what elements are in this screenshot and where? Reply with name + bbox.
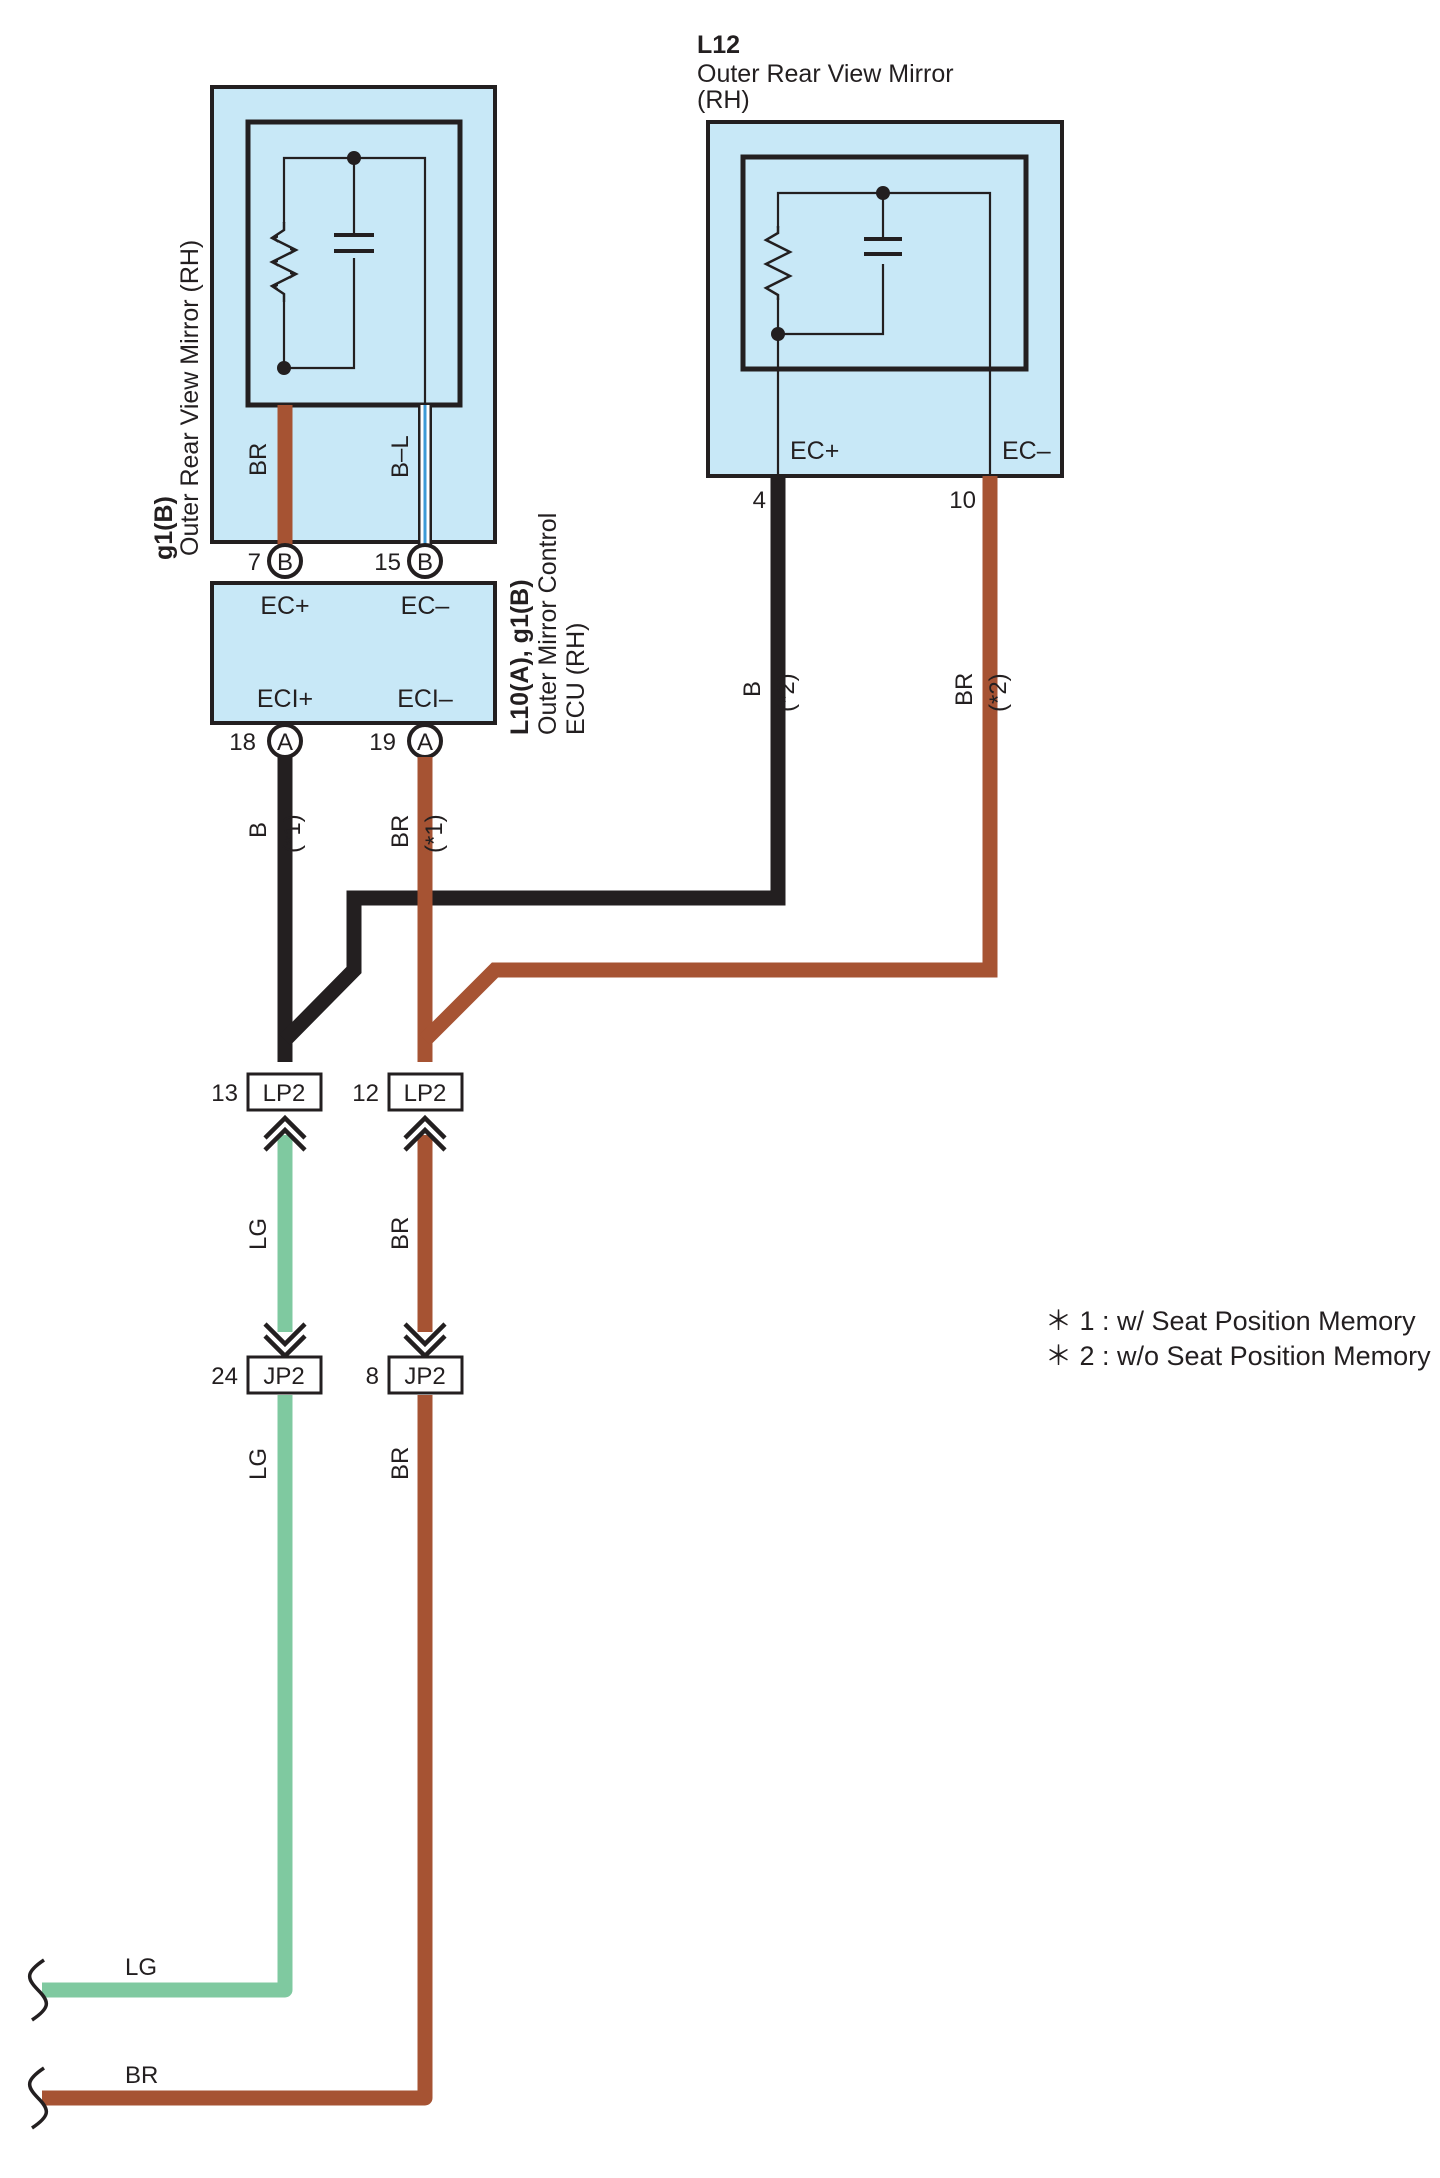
terminal-eci-plus: ECI+ (257, 685, 313, 713)
footnote-1: ＊ 1 : w/ Seat Position Memory (1045, 1306, 1416, 1336)
connector-name: JP2 (263, 1363, 304, 1390)
wire-label: BR (387, 815, 414, 848)
component-name: Outer Mirror Control (534, 513, 562, 735)
wire-b-mirror (279, 476, 786, 1046)
pin-number: 13 (211, 1080, 238, 1107)
component-code: g1(B) (150, 496, 178, 560)
wire-lg-bottom (42, 1395, 293, 1998)
footnote-2: ＊ 2 : w/o Seat Position Memory (1045, 1341, 1431, 1371)
pin-number: 7 (248, 549, 261, 576)
connector-name: LP2 (263, 1080, 306, 1107)
pin-number: 19 (369, 729, 396, 756)
connector-name: LP2 (404, 1080, 447, 1107)
component-mirror-left: BR B–L B B 7 15 g1(B) Outer Rear View Mi… (150, 85, 497, 579)
pin-number: 8 (366, 1363, 379, 1390)
component-ecu: EC+ EC– ECI+ ECI– A A 18 19 L10(A), g1(B… (210, 513, 590, 759)
connector-letter: A (417, 729, 433, 756)
wire-label: BR (951, 673, 978, 706)
wire-label: LG (125, 1954, 157, 1981)
terminal-ec-minus: EC– (1002, 437, 1051, 465)
component-name: (RH) (697, 86, 750, 114)
connector-letter: B (277, 549, 293, 576)
component-name: Outer Rear View Mirror (RH) (176, 240, 204, 556)
terminal-ec-plus: EC+ (260, 592, 309, 620)
wire-label: LG (245, 1448, 272, 1480)
pin-number: 4 (753, 487, 766, 514)
wire-label: BR (125, 2062, 158, 2089)
component-name: ECU (RH) (562, 623, 590, 736)
wire-br-mirror (419, 476, 998, 1046)
wire-note: (*2) (773, 673, 800, 712)
pin-number: 10 (949, 487, 976, 514)
connector-name: JP2 (404, 1363, 445, 1390)
wire-note: (*2) (985, 673, 1012, 712)
wire-label-bl: B–L (387, 435, 414, 478)
wire-note: (*1) (421, 814, 448, 853)
component-code: L12 (697, 31, 740, 59)
wire-label: B (245, 822, 272, 838)
terminal-ec-plus: EC+ (790, 437, 839, 465)
pin-number: 12 (352, 1080, 379, 1107)
wire-label: BR (387, 1447, 414, 1480)
terminal-eci-minus: ECI– (397, 685, 453, 713)
component-code: L10(A), g1(B) (506, 579, 534, 735)
terminal-ec-minus: EC– (401, 592, 450, 620)
pin-number: 18 (229, 729, 256, 756)
wire-br-bottom (42, 1395, 433, 2106)
wire-label-br: BR (245, 443, 272, 476)
pin-number: 15 (374, 549, 401, 576)
wire-note: (*1) (279, 814, 306, 853)
connector-jp2-left: JP2 24 (211, 1355, 323, 1395)
connector-letter: A (277, 729, 293, 756)
connector-lp2-right: LP2 12 (352, 1072, 464, 1112)
component-mirror-right: L12 Outer Rear View Mirror (RH) EC+ EC– … (697, 31, 1064, 514)
connector-lp2-left: LP2 13 (211, 1072, 323, 1112)
connector-jp2-right: JP2 8 (366, 1355, 464, 1395)
pin-number: 24 (211, 1363, 238, 1390)
component-name: Outer Rear View Mirror (697, 60, 954, 88)
wire-label: LG (245, 1218, 272, 1250)
connector-letter: B (417, 549, 433, 576)
wire-label: B (739, 681, 766, 697)
wire-label: BR (387, 1217, 414, 1250)
